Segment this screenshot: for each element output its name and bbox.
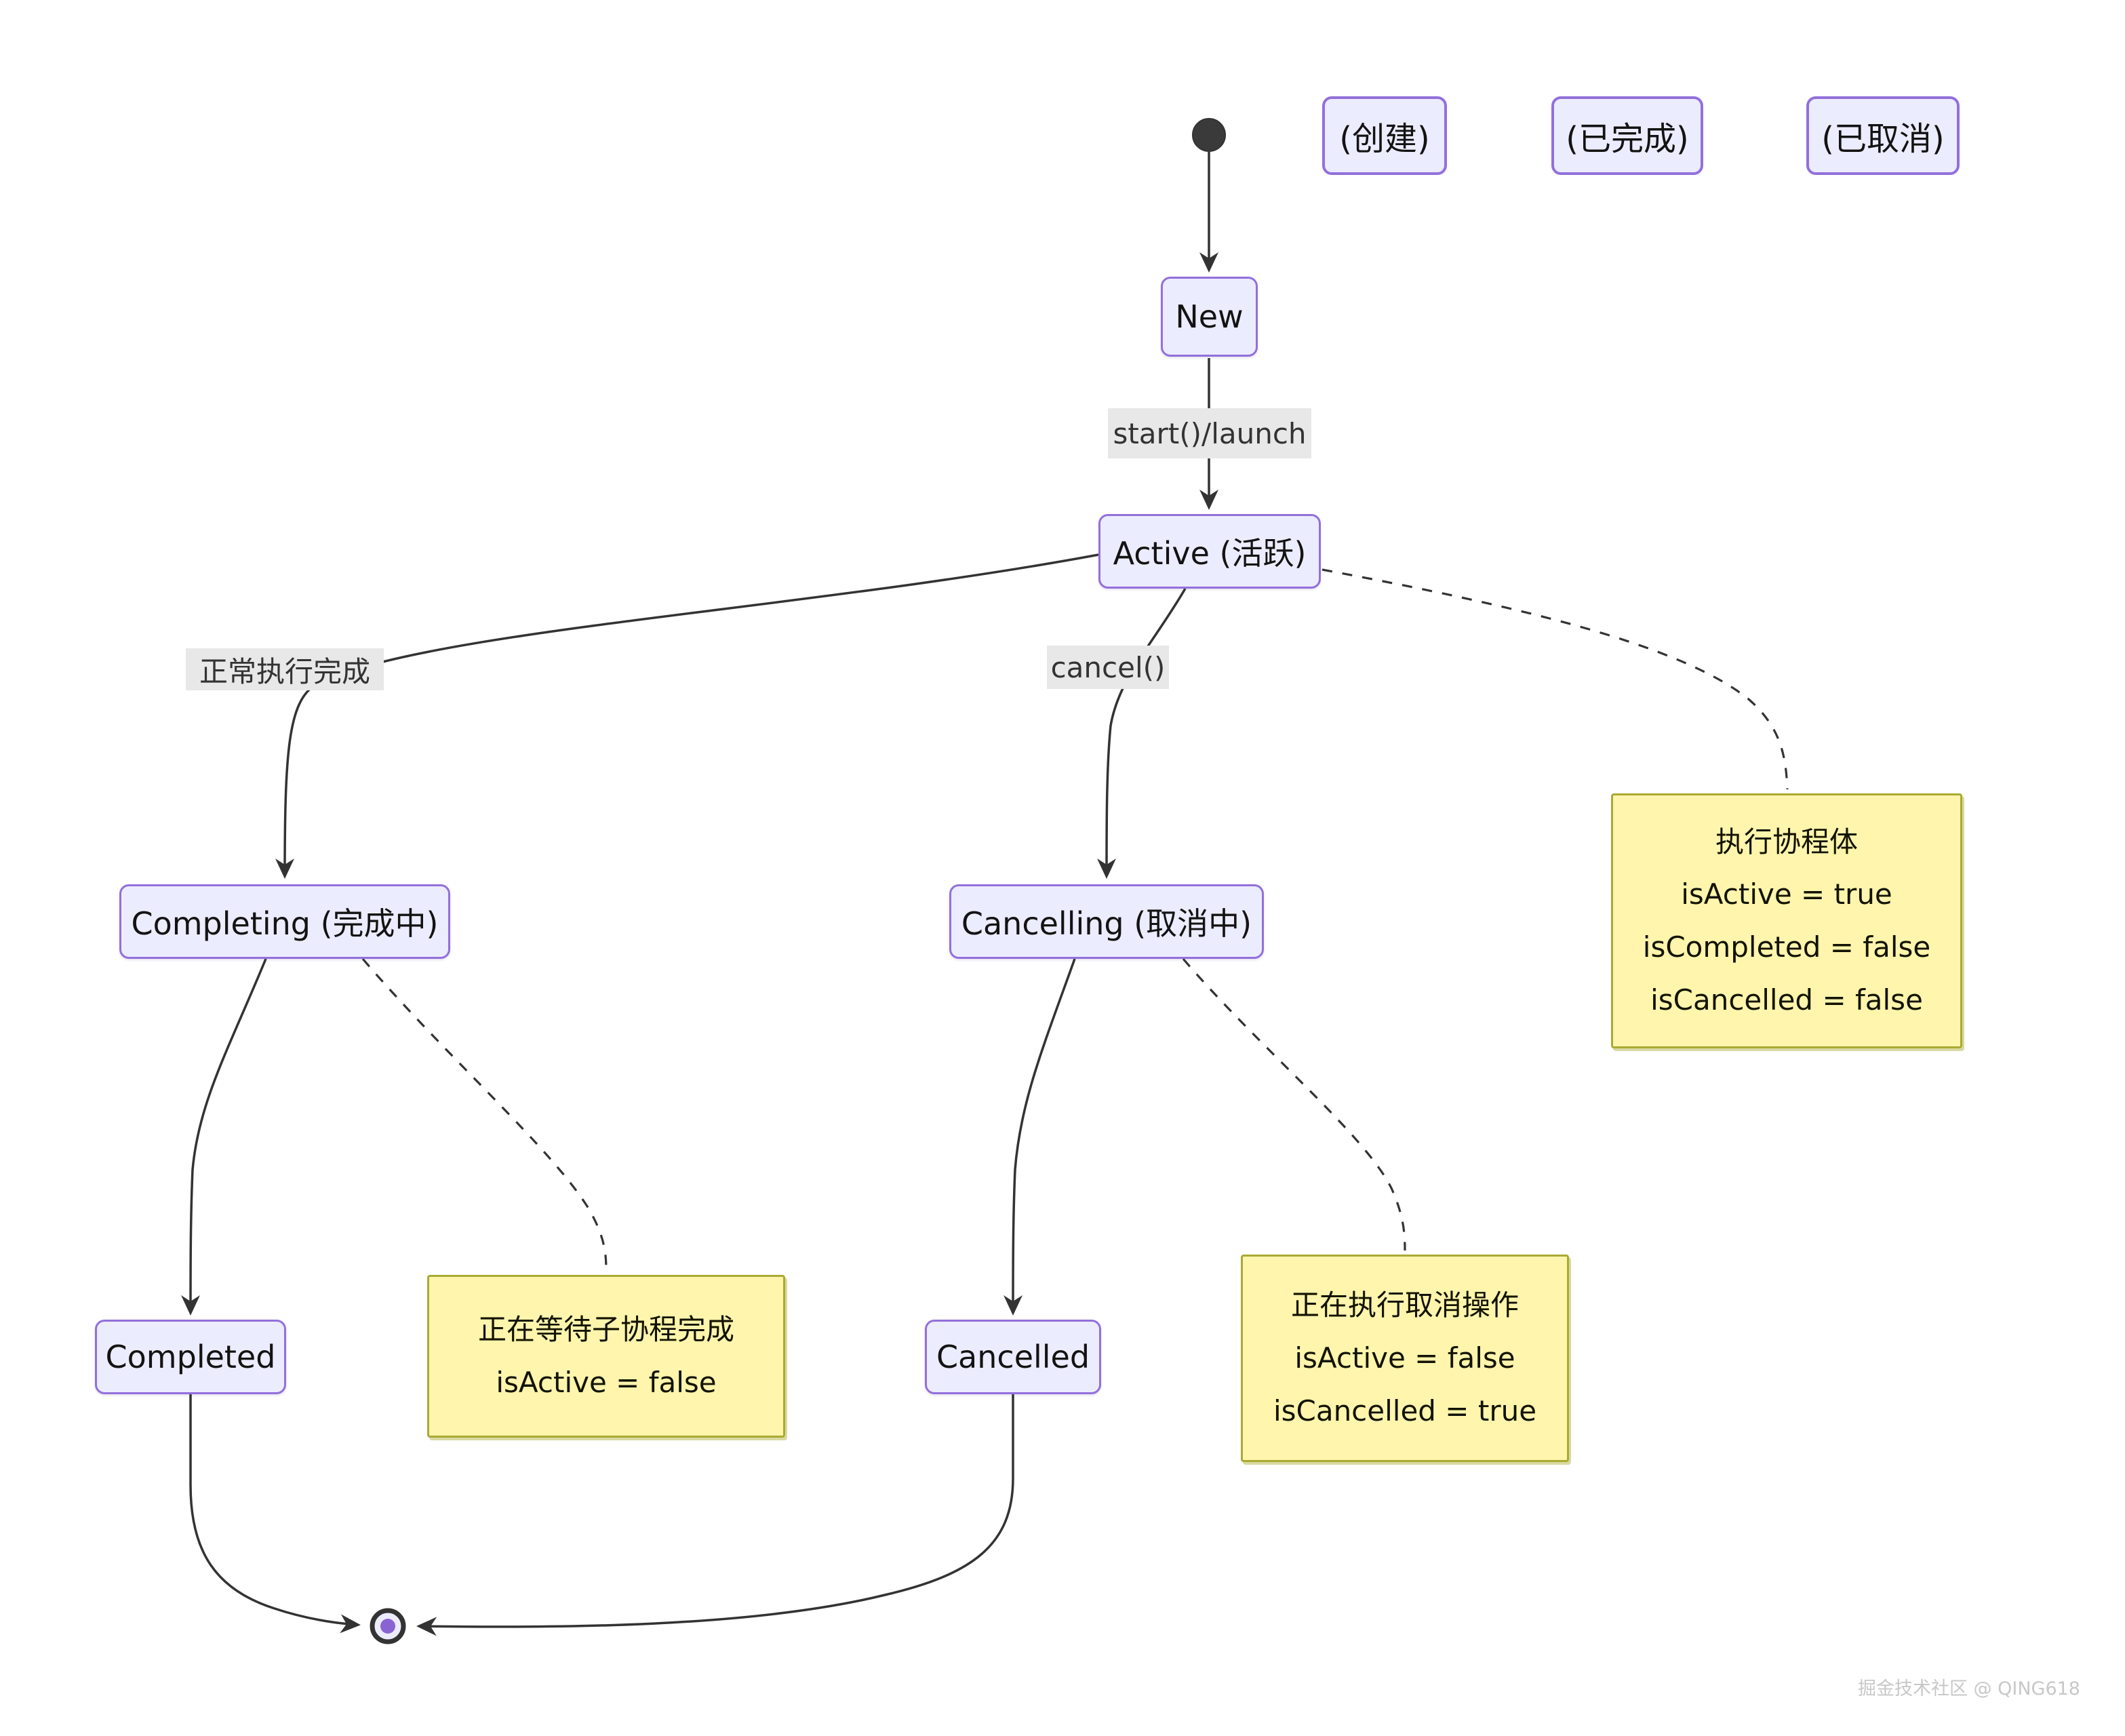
edge-label-start-launch: start()/launch	[1108, 408, 1311, 458]
note-completing-line: 正在等待子协程完成	[477, 1313, 734, 1347]
note-active-line: isCancelled = false	[1650, 983, 1923, 1017]
edge-cancelled-to-final	[416, 1394, 1014, 1636]
note-completing-line: isActive = false	[496, 1366, 717, 1399]
initial-state-dot	[1192, 118, 1226, 152]
note-active-line: 执行协程体	[1715, 825, 1858, 859]
edge-active-to-cancelling	[1097, 588, 1187, 879]
edge-completed-to-final	[189, 1394, 361, 1634]
annotation-finished: (已完成)	[1551, 96, 1703, 175]
note-cancelling-line: isActive = false	[1294, 1341, 1515, 1375]
state-completing-label: Completing (完成中)	[131, 905, 439, 942]
watermark: 掘金技术社区 @ QING618	[1857, 1678, 2080, 1699]
annotation-finished-label: (已完成)	[1566, 120, 1689, 158]
state-new: New	[1161, 277, 1258, 357]
state-completed-label: Completed	[105, 1339, 276, 1375]
edge-active-to-completing	[275, 553, 1099, 879]
state-completed: Completed	[95, 1320, 286, 1394]
state-completing: Completing (完成中)	[119, 884, 450, 959]
state-new-label: New	[1175, 298, 1244, 335]
state-cancelled-label: Cancelled	[936, 1339, 1090, 1375]
link-active-to-note	[1322, 568, 1789, 790]
note-cancelling-line: isCancelled = true	[1273, 1394, 1537, 1427]
note-cancelling-line: 正在执行取消操作	[1290, 1288, 1519, 1322]
annotation-created-label: (创建)	[1339, 120, 1430, 158]
annotation-cancelled-label: (已取消)	[1821, 120, 1945, 158]
state-cancelling-label: Cancelling (取消中)	[961, 905, 1252, 942]
link-completing-to-note	[361, 958, 608, 1270]
final-state-marker	[370, 1608, 406, 1644]
annotation-created: (创建)	[1322, 96, 1447, 175]
link-cancelling-to-note	[1182, 958, 1406, 1251]
note-active: 执行协程体 isActive = true isCompleted = fals…	[1611, 793, 1962, 1048]
edge-label-cancel: cancel()	[1047, 646, 1169, 689]
edge-label-cancel-text: cancel()	[1050, 650, 1166, 684]
state-cancelling: Cancelling (取消中)	[949, 884, 1264, 959]
edge-completing-to-completed	[181, 958, 267, 1316]
note-completing: 正在等待子协程完成 isActive = false	[427, 1275, 785, 1438]
note-active-line: isActive = true	[1681, 877, 1892, 911]
state-cancelled: Cancelled	[925, 1320, 1101, 1394]
note-cancelling: 正在执行取消操作 isActive = false isCancelled = …	[1241, 1255, 1569, 1462]
edge-cancelling-to-cancelled	[1004, 958, 1076, 1316]
state-active-label: Active (活跃)	[1113, 535, 1307, 572]
annotation-cancelled: (已取消)	[1806, 96, 1960, 175]
edge-label-start-launch-text: start()/launch	[1113, 416, 1307, 450]
note-active-line: isCompleted = false	[1642, 930, 1931, 964]
edge-label-normal-completion: 正常执行完成	[186, 648, 384, 690]
state-active: Active (活跃)	[1098, 514, 1321, 589]
edge-label-normal-completion-text: 正常执行完成	[199, 654, 370, 688]
